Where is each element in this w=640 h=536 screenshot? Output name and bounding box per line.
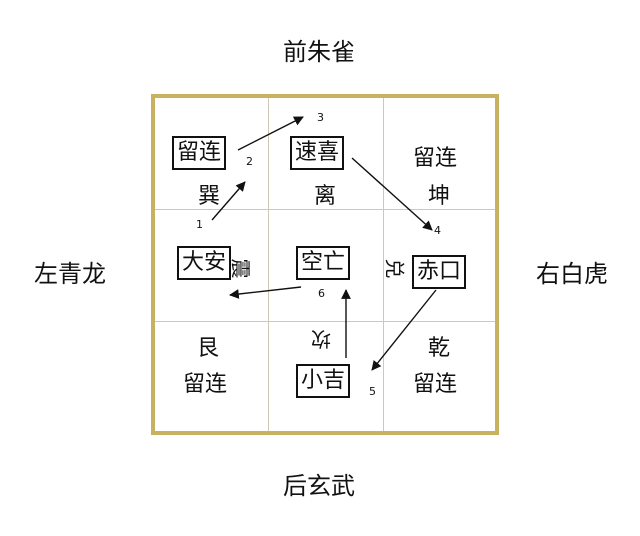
step-number-2: 2 [246, 155, 253, 168]
step-number-3: 3 [317, 111, 324, 124]
cell-center-palace-box: 空亡 [296, 246, 351, 280]
cell-xun-palace-box: 留连 [172, 136, 227, 170]
cell-kun-trigram: 坤 [428, 184, 451, 209]
arrow-step-2 [237, 116, 304, 151]
cell-gen-trigram: 艮 [197, 336, 220, 361]
cell-qian-trigram: 乾 [428, 336, 451, 361]
grid-line-h2 [155, 321, 495, 322]
direction-top-label: 前朱雀 [283, 38, 355, 66]
cell-dui-palace-box: 赤口 [412, 255, 467, 289]
cell-xun-trigram: 巽 [198, 184, 221, 209]
arrow-step-1 [211, 181, 246, 221]
arrow-step-6 [229, 286, 302, 299]
step-number-4: 4 [434, 224, 441, 237]
cell-zhen-palace-box: 大安 [177, 246, 232, 280]
cell-kun-palace-label: 留连 [413, 146, 458, 171]
cell-li-trigram: 离 [314, 184, 337, 209]
step-number-1: 1 [196, 218, 203, 231]
grid-line-v2 [383, 98, 384, 431]
grid-line-v1 [268, 98, 269, 431]
grid-line-h1 [155, 209, 495, 210]
cell-kan-palace-box: 小吉 [296, 364, 351, 398]
step-number-5: 5 [369, 385, 376, 398]
step-number-6: 6 [318, 287, 325, 300]
cell-li-palace-box: 速喜 [290, 136, 345, 170]
cell-gen-palace-label: 留连 [183, 372, 228, 397]
direction-right-label: 右白虎 [536, 260, 608, 288]
arrow-step-3 [351, 157, 433, 231]
arrow-step-4 [371, 289, 437, 371]
direction-left-label: 左青龙 [34, 260, 106, 288]
direction-bottom-label: 后玄武 [283, 472, 355, 500]
cell-qian-palace-label: 留连 [413, 372, 458, 397]
